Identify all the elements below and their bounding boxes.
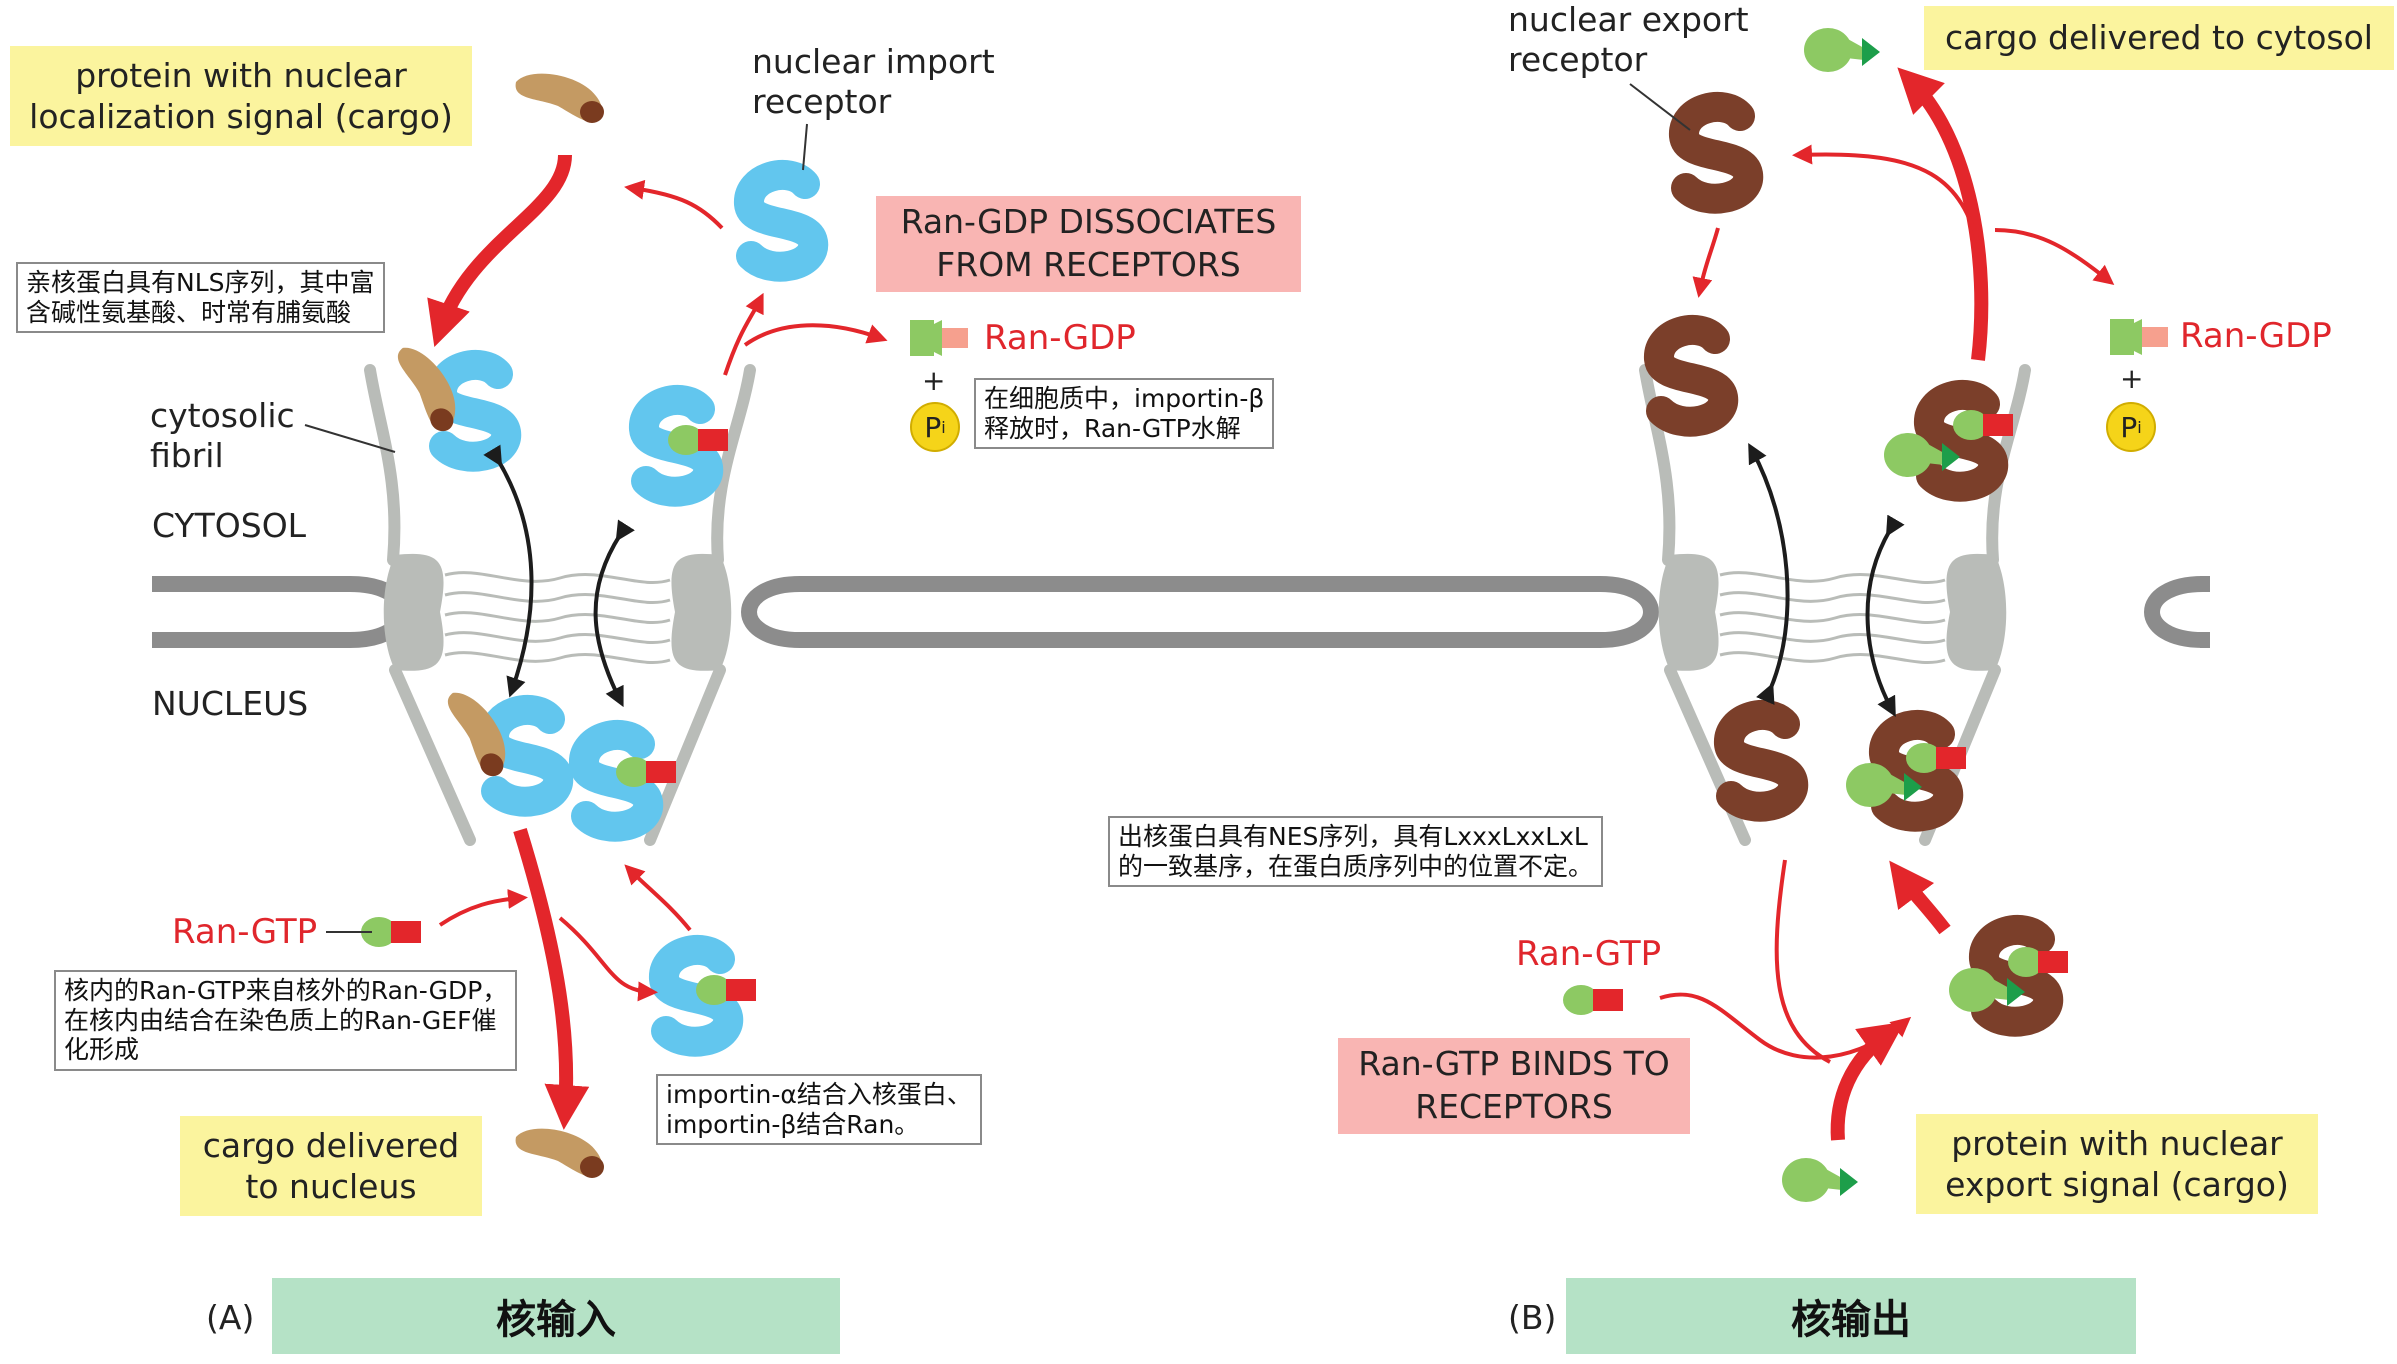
import-cargo-label: protein with nuclear localization signal…	[10, 46, 472, 146]
export-receptor-nuc	[1729, 715, 1793, 807]
pi-sub-a: i	[941, 417, 946, 437]
ran-gtp-free-b	[1563, 985, 1623, 1015]
import-receptor-free	[749, 175, 813, 267]
ran-gdp-label-b: Ran-GDP	[2180, 316, 2332, 356]
arrow-bidir-receptor-b	[1748, 442, 1790, 705]
ran-gtp-binds-box: Ran-GTP BINDS TO RECEPTORS	[1338, 1038, 1690, 1134]
arrow-receptor-free	[723, 292, 764, 376]
ran-gtp-cyto-b	[1953, 410, 2013, 440]
plus-a: +	[922, 364, 946, 397]
import-cargo-delivered	[515, 1128, 604, 1178]
import-receptor-label: nuclear import receptor	[752, 42, 995, 122]
arrow-cargo-in	[427, 154, 572, 347]
export-delivered-label: cargo delivered to cytosol	[1924, 6, 2394, 70]
fibril-leader	[304, 424, 396, 453]
ran-gtp-lower-b	[2008, 947, 2068, 977]
panel-b-letter: (B)	[1508, 1298, 1557, 1337]
ran-gtp-nuc-b	[1906, 743, 1966, 773]
cytosol-label: CYTOSOL	[152, 506, 307, 545]
ran-gtp-nuc-a	[616, 757, 676, 787]
nucleus-label: NUCLEUS	[152, 684, 309, 723]
arrow-receptor-to-complex	[1774, 859, 1831, 1064]
arrow-ran-to-complex	[438, 888, 528, 927]
ran-gdp-a	[910, 320, 968, 356]
ran-gtp-cyto-a	[668, 425, 728, 455]
panel-b-title: 核输出	[1566, 1278, 2136, 1354]
panel-a-letter: (A)	[206, 1298, 255, 1337]
ran-gtp-label-b: Ran-GTP	[1516, 934, 1662, 974]
arrow-ran-complex-lower	[558, 916, 658, 1002]
ran-gtp-lower-a	[696, 975, 756, 1005]
note-hydrolysis: 在细胞质中，importin-β 释放时，Ran-GTP水解	[974, 378, 1275, 449]
ran-gdp-dissociates-box: Ran-GDP DISSOCIATES FROM RECEPTORS	[876, 196, 1301, 292]
ran-gtp-label-a: Ran-GTP	[172, 912, 318, 952]
note-ran-gef: 核内的Ran-GTP来自核外的Ran-GDP， 在核内由结合在染色质上的Ran-…	[54, 970, 518, 1071]
import-cargo-top	[515, 73, 604, 123]
pi-b: P	[2120, 410, 2138, 444]
note-importin: importin-α结合入核蛋白、 importin-β结合Ran。	[656, 1074, 982, 1145]
export-receptor-free-cyto	[1659, 330, 1723, 422]
pi-sub-b: i	[2137, 417, 2142, 437]
pi-a: P	[924, 410, 942, 444]
import-delivered-label: cargo delivered to nucleus	[180, 1116, 482, 1216]
nuclear-envelope	[152, 576, 2210, 648]
ran-gdp-label-a: Ran-GDP	[984, 318, 1136, 358]
export-cargo-label: protein with nuclear export signal (carg…	[1916, 1114, 2318, 1214]
export-receptor-complex-lower	[1984, 930, 2048, 1022]
export-cargo-start	[1782, 1158, 1858, 1202]
export-receptor-leader	[1629, 83, 1691, 131]
arrow-cargo-to-complex	[1830, 1021, 1905, 1141]
export-receptor-complex-cyto	[1929, 395, 1993, 487]
arrow-receptor-up	[624, 864, 692, 932]
arrow-receptor-release	[1792, 144, 1982, 249]
arrow-to-ran-gdp	[743, 323, 888, 347]
import-receptor-leader	[802, 123, 808, 171]
arrow-cargo-out	[1897, 67, 1989, 361]
cytosolic-fibril-label: cytosolic fibril	[150, 396, 295, 476]
arrow-cargo-delivered	[513, 827, 590, 1130]
arrow-complex-up	[1889, 860, 1951, 935]
note-nes: 出核蛋白具有NES序列，具有LxxxLxxLxL 的一致基序，在蛋白质序列中的位…	[1108, 816, 1604, 887]
nuclear-pore-a	[364, 364, 756, 846]
arrow-receptor-recycle	[624, 179, 724, 230]
arrow-receptor-down	[1692, 227, 1720, 298]
plus-b: +	[2120, 362, 2144, 395]
panel-a-title: 核输入	[272, 1278, 840, 1354]
export-cargo-delivered	[1804, 28, 1880, 72]
export-receptor-label: nuclear export receptor	[1508, 0, 1749, 80]
arrow-bidir-ran	[593, 519, 635, 708]
ran-gdp-b	[2110, 319, 2168, 355]
arrow-to-ran-gdp-b	[1994, 228, 2115, 285]
arrow-bidir-complex-b	[1865, 514, 1905, 718]
arrow-bidir-cargo	[483, 444, 534, 698]
note-nls: 亲核蛋白具有NLS序列，其中富 含碱性氨基酸、时常有脯氨酸	[16, 262, 385, 333]
export-receptor-free-top	[1684, 107, 1748, 199]
